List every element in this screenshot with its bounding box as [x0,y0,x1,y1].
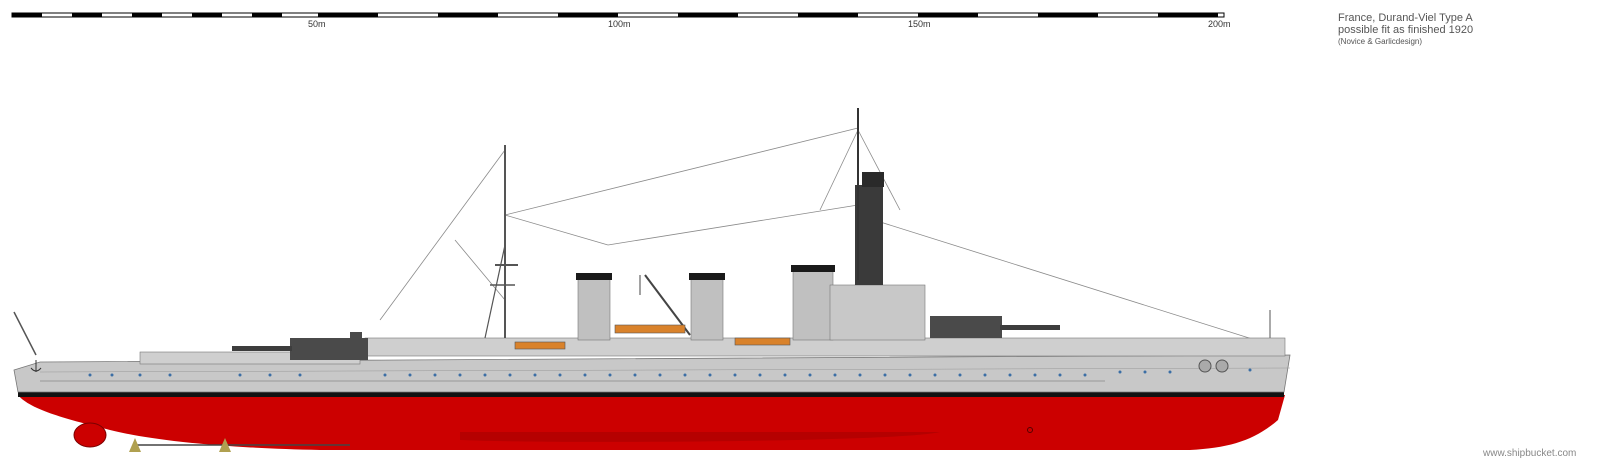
bridge-tower [829,108,926,341]
rigging [379,127,1266,344]
portholes [88,368,1252,377]
stern-flagstaff [13,311,37,356]
draught-mark [1027,427,1033,433]
main-mast [484,145,518,339]
hull-bilge-shadow [460,432,940,442]
scale-label-50m: 50m [308,19,326,29]
funnel-fore [791,265,835,341]
hull-underwater [18,395,1285,450]
watermark: www.shipbucket.com [1483,448,1577,459]
scale-label-200m: 200m [1208,19,1231,29]
scale-label-150m: 150m [908,19,931,29]
boot-topping [18,392,1284,397]
title-block: France, Durand-Viel Type A possible fit … [1338,12,1473,47]
anchor-icon [1198,359,1229,373]
propellers [73,422,350,452]
stern-anchor-icon [30,360,42,372]
credit-line: (Novice & Garlicdesign) [1338,37,1423,46]
title-line-2: possible fit as finished 1920 [1338,24,1474,36]
scale-label-100m: 100m [608,19,631,29]
main-deck-superstructure [364,337,1286,357]
funnel-middle [689,273,725,341]
title-line-1: France, Durand-Viel Type A [1338,12,1473,24]
scale-bar [11,12,1225,18]
fwd-main-turret [930,316,1060,338]
ships-boats [514,324,791,350]
funnel-aft [576,273,612,341]
aft-main-turret [232,332,368,360]
